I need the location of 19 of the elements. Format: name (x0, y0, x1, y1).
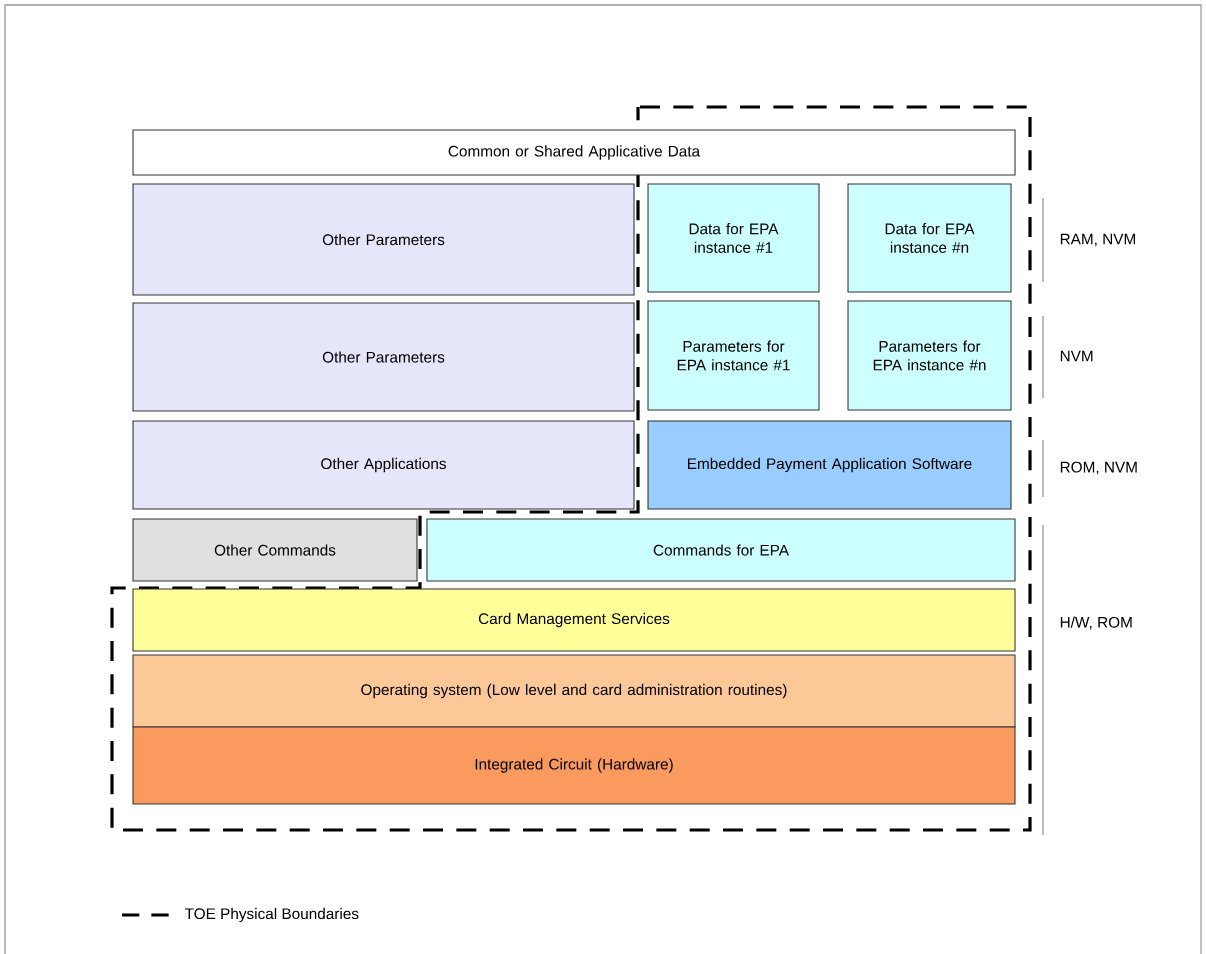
layer-box: Parameters for EPA instance #1 (647, 300, 820, 411)
layer-box: Card Management Services (132, 588, 1016, 652)
memory-label: H/W, ROM (1060, 616, 1132, 630)
layer-box: Parameters for EPA instance #n (847, 300, 1012, 411)
layer-box: Embedded Payment Application Software (647, 420, 1012, 510)
layer-box: Other Parameters (132, 302, 635, 412)
layer-box: Other Parameters (132, 183, 635, 296)
layer-box: Common or Shared Applicative Data (132, 129, 1016, 176)
memory-label: ROM, NVM (1060, 461, 1137, 475)
legend-text: TOE Physical Boundaries (184, 907, 359, 923)
layer-box: Data for EPA instance #1 (647, 183, 820, 293)
layer-box: Operating system (Low level and card administration routines) (132, 654, 1016, 728)
layer-box: Other Applications (132, 420, 635, 510)
layer-box: Commands for EPA (426, 518, 1016, 582)
layer-box: Other Commands (132, 518, 418, 582)
memory-label: RAM, NVM (1060, 233, 1135, 247)
layer-box: Data for EPA instance #n (847, 183, 1012, 293)
layer-box: Integrated Circuit (Hardware) (132, 726, 1016, 805)
memory-label: NVM (1060, 350, 1093, 362)
